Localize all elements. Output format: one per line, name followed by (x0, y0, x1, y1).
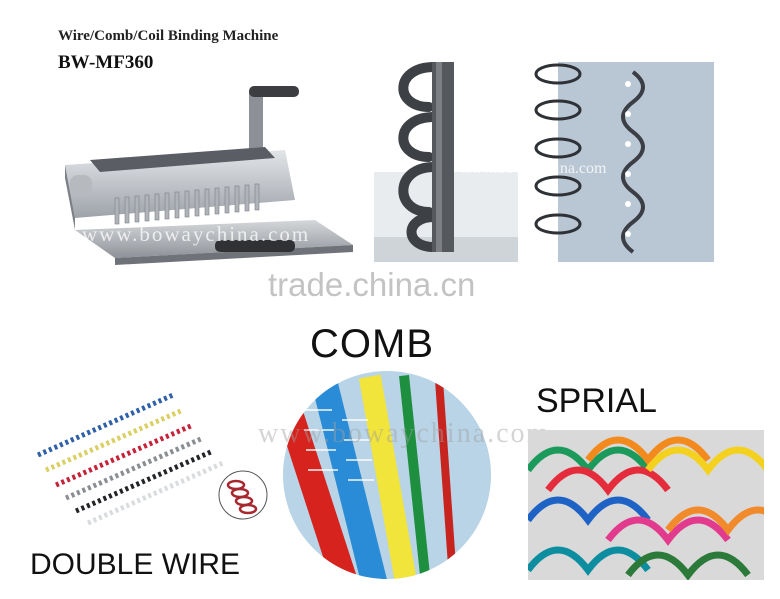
binding-machine-image (65, 86, 353, 265)
watermark-site-top: www.bowaychina.com (82, 222, 311, 246)
double-wire-closeup-image (518, 62, 714, 262)
watermark-trade: trade.china.cn (268, 266, 476, 303)
watermark-site-right: www.bowaychina.com (460, 160, 607, 177)
sprial-label: SPRIAL (536, 382, 657, 420)
comb-binding-closeup-image (374, 62, 546, 262)
comb-strips-image (283, 371, 491, 579)
watermark-site-middle: www.bowaychina.com (258, 418, 551, 449)
comb-label: COMB (310, 322, 434, 366)
double-wire-label: DOUBLE WIRE (30, 548, 241, 581)
double-wire-spools-image (36, 392, 268, 526)
product-title: Wire/Comb/Coil Binding Machine (58, 28, 279, 44)
spiral-coils-image (528, 430, 764, 580)
product-model: BW-MF360 (58, 52, 154, 73)
